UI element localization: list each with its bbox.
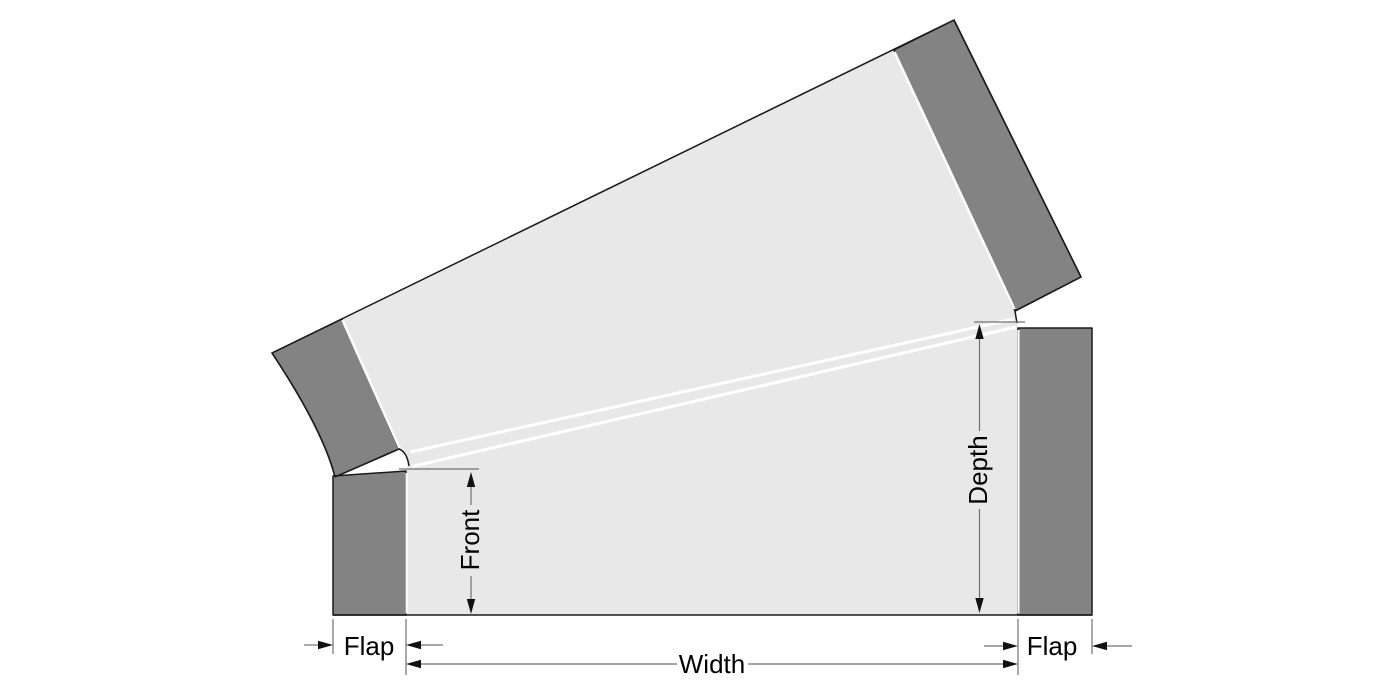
box-flap-left [332,470,407,616]
crease-line-lower [411,325,1017,468]
crease-line-upper [409,317,1015,454]
depth-arrow-up-icon [975,324,984,339]
depth-label: Depth [963,435,993,504]
lid-outline [271,19,1082,478]
flap-left-arrow-right-icon [318,640,333,650]
box-front-panel [407,322,1018,615]
lid-right-fold-separator [893,51,1016,310]
width-arrow-left-icon [406,659,421,669]
flap-left-label: Flap [344,631,395,661]
box-flap-right [1017,327,1093,616]
flap-left-arrow-left-icon [406,640,421,650]
front-arrow-down-icon [466,599,476,614]
width-arrow-right-icon [1003,659,1018,669]
front-arrow-up-icon [466,472,476,487]
depth-arrow-down-icon [975,598,984,613]
front-label: Front [455,509,485,570]
flap-right-arrow-right-icon [1003,641,1018,651]
flap-right-label: Flap [1027,631,1078,661]
lid-left-fold-separator [341,319,401,449]
lid-panel [342,50,1016,463]
flap-right-arrow-left-icon [1092,641,1107,651]
width-label: Width [679,649,745,679]
